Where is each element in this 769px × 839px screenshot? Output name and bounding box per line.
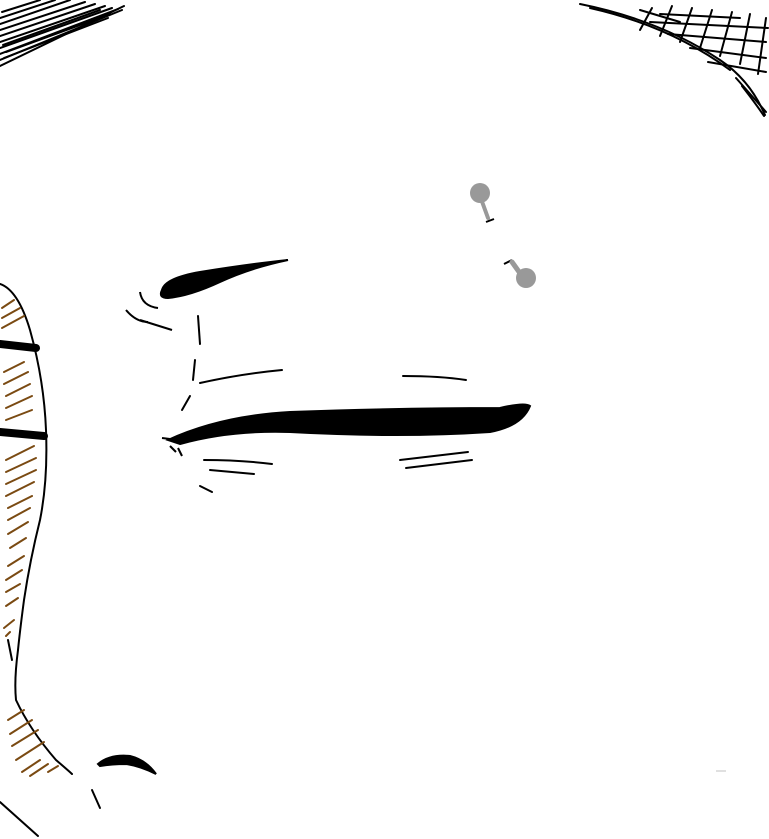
eye-creases xyxy=(181,315,473,493)
top-left-hair-hatching xyxy=(0,0,125,67)
nostril xyxy=(96,754,157,775)
brown-skin-hatching xyxy=(1,299,59,777)
piercing-mark xyxy=(485,218,495,223)
eye-lash-line xyxy=(161,403,532,457)
left-edge-bands xyxy=(0,340,48,440)
top-right-crosshatch xyxy=(579,3,769,117)
piercing-ball-bottom xyxy=(516,268,536,288)
piercing-bar-top xyxy=(478,194,490,220)
face-contour xyxy=(0,283,101,837)
eyebrow xyxy=(125,259,289,331)
piercing-ball-top xyxy=(470,183,490,203)
brow-piercing xyxy=(470,183,536,288)
